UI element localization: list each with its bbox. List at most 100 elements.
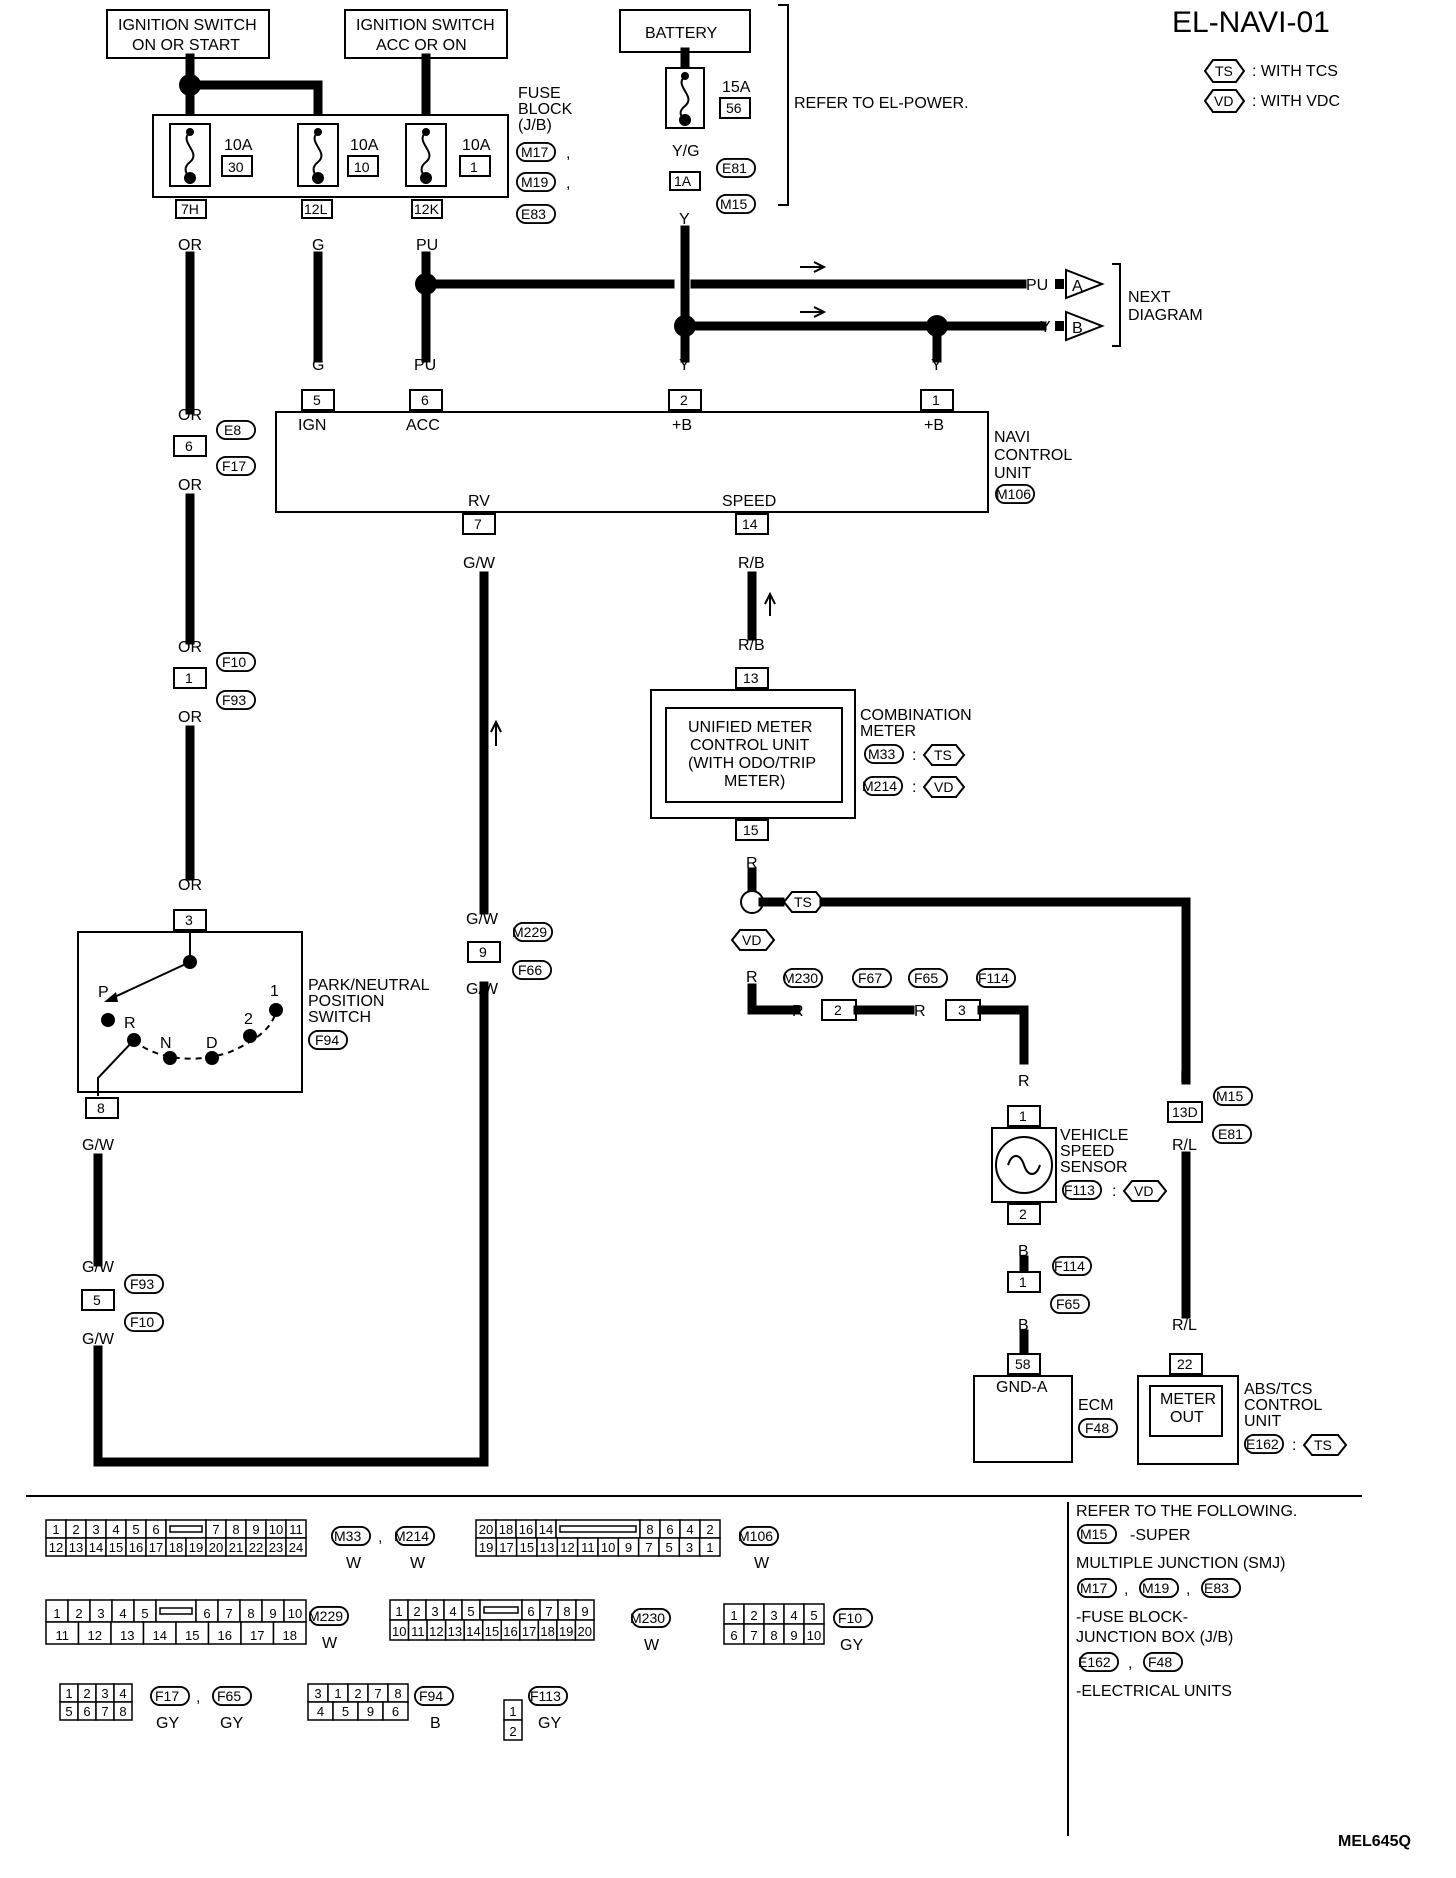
connector-f10-face-pin: 7 [750,1628,757,1643]
abs-wire-top: R [1180,1069,1192,1086]
svg-text:VD: VD [742,932,761,948]
connector-m230-face-pin: 11 [411,1624,425,1639]
svg-text:F66: F66 [518,962,542,978]
svg-text:TS: TS [794,894,812,910]
svg-text:OUT: OUT [1170,1409,1204,1426]
svg-text:6: 6 [421,392,429,408]
conn-f113-face-label: F113 [530,1688,561,1704]
connector-m106-face-pin: 1 [706,1540,713,1555]
m106-color: W [754,1555,770,1572]
refer-e83: E83 [1204,1580,1229,1596]
connector-f94-face-pin: 9 [367,1704,374,1719]
abs-wire-bot: R/L [1172,1317,1197,1334]
connector-m106-face-pin: 6 [666,1522,673,1537]
next-diagram-a: PU A [1026,268,1105,300]
flow-arrow-speed [764,591,776,616]
connector-m33-face-pin: 16 [129,1540,143,1555]
connector-m106-face-pin: 2 [706,1522,713,1537]
svg-text:+B: +B [672,417,692,434]
connector-m33-face-pin: 2 [72,1522,79,1537]
or-junction-e8: OR 6 E8 F17 OR [173,407,256,494]
svg-text:CONTROL UNIT: CONTROL UNIT [690,737,810,754]
svg-text:OR: OR [178,237,202,254]
svg-text:IGN: IGN [298,417,326,434]
m230-color: W [644,1637,660,1654]
connector-f94-face-pin: 7 [374,1686,381,1701]
connector-f94-face-pin: 5 [342,1704,349,1719]
svg-text:1: 1 [1019,1274,1027,1290]
svg-text:Y: Y [931,357,942,374]
pnp-top-wire: OR [178,877,202,894]
refer-sep-3: , [1128,1655,1132,1672]
ignition-acc-on-box: IGNITION SWITCH ACC OR ON [344,9,508,59]
vss-vd-tag [1122,1180,1168,1202]
connector-m230-face-pin: 13 [448,1624,462,1639]
svg-text:2: 2 [244,1011,253,1028]
svg-text:F10: F10 [130,1314,154,1330]
connector-m33-face-pin: 17 [149,1540,163,1555]
conn-m230-branch: M230 [783,970,818,986]
navi-name: NAVI [994,429,1030,446]
connector-f10-face-pin: 10 [807,1628,821,1643]
connector-m106-face-pin: 19 [479,1540,493,1555]
svg-text:ON OR START: ON OR START [132,37,240,54]
cm-ts-tag: TS [934,747,952,763]
connector-m229-face-pin: 6 [203,1606,210,1621]
conn-f65-ecm: F65 [1056,1296,1080,1312]
svg-text:G/W: G/W [82,1259,115,1276]
conn-m106-face-label: M106 [738,1528,773,1544]
ts-tag-shape [1203,59,1246,83]
battery-box: BATTERY [619,9,751,53]
connector-m229-face-pin: 11 [56,1628,70,1643]
connector-m229-face-pin: 18 [283,1628,297,1643]
conn-m33-face-label: M33 [334,1528,361,1544]
connector-m229-face-pin: 4 [119,1606,126,1621]
connector-f10-face-pin: 4 [790,1608,797,1623]
svg-text:14: 14 [742,516,758,532]
conn-m214-cm: M214 [862,778,897,794]
connector-f94-face-pin: 6 [392,1704,399,1719]
refer-f48: F48 [1148,1654,1172,1670]
pnp-bottom-wire: G/W [82,1137,115,1154]
connector-m106-face-pin: 4 [686,1522,693,1537]
m33-color: W [346,1555,362,1572]
svg-text:SPEED: SPEED [722,493,776,510]
connector-m33-face-pin: 10 [269,1522,283,1537]
svg-text:1: 1 [932,392,940,408]
conn-f48-ecm: F48 [1085,1420,1109,1436]
f17-color: GY [156,1715,179,1732]
connector-m106-face-pin: 10 [601,1540,615,1555]
connector-m229-face-pin: 15 [185,1628,199,1643]
connector-m229-face-pin: 17 [250,1628,264,1643]
conn-e81-abs: E81 [1218,1126,1243,1142]
connector-f10-face-pin: 1 [730,1608,737,1623]
svg-text:5: 5 [313,392,321,408]
connector-m229-face-pin: 2 [75,1606,82,1621]
svg-text:RV: RV [468,493,490,510]
fuse-block: 10A 30 10A 10 10A 1 [152,114,509,198]
connector-m230-face-pin: 19 [559,1624,573,1639]
connector-m229-face-pin: 14 [153,1628,167,1643]
connector-m33-face-pin: 1 [52,1522,59,1537]
connector-m229-face-pin: 8 [247,1606,254,1621]
vss-pin-1 [1007,1105,1041,1127]
abs-colon: : [1292,1437,1296,1454]
connector-m33-face-pin: 7 [212,1522,219,1537]
svg-text:Y/G: Y/G [672,143,700,160]
connector-m106-face-pin: 15 [520,1540,534,1555]
svg-text:F93: F93 [130,1276,154,1292]
next-diagram-bracket [1112,263,1121,347]
svg-text:12K: 12K [414,201,440,217]
svg-text:VD: VD [1134,1183,1153,1199]
refer-m17: M17 [1080,1580,1107,1596]
conn-f10-face-label: F10 [838,1610,862,1626]
conn-f65-branch: F65 [914,970,938,986]
svg-text:5: 5 [93,1292,101,1308]
svg-text:D: D [206,1035,218,1052]
fuse-pin-7h: 7H OR [175,199,207,254]
connector-f17-face-pin: 2 [83,1686,90,1701]
svg-text:7: 7 [474,516,482,532]
